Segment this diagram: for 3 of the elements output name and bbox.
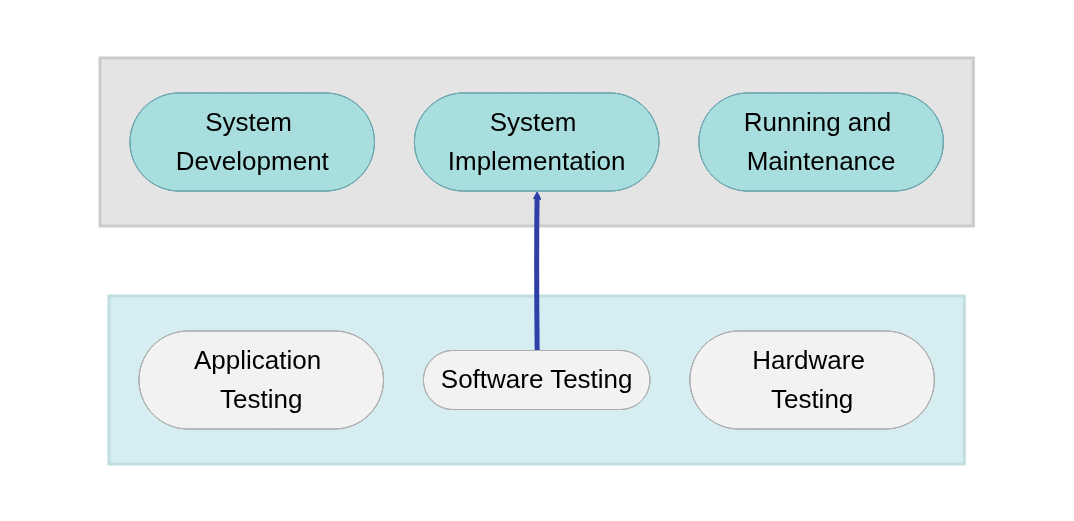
arrow [533,190,542,351]
cluster [107,294,967,465]
cluster [98,56,976,227]
